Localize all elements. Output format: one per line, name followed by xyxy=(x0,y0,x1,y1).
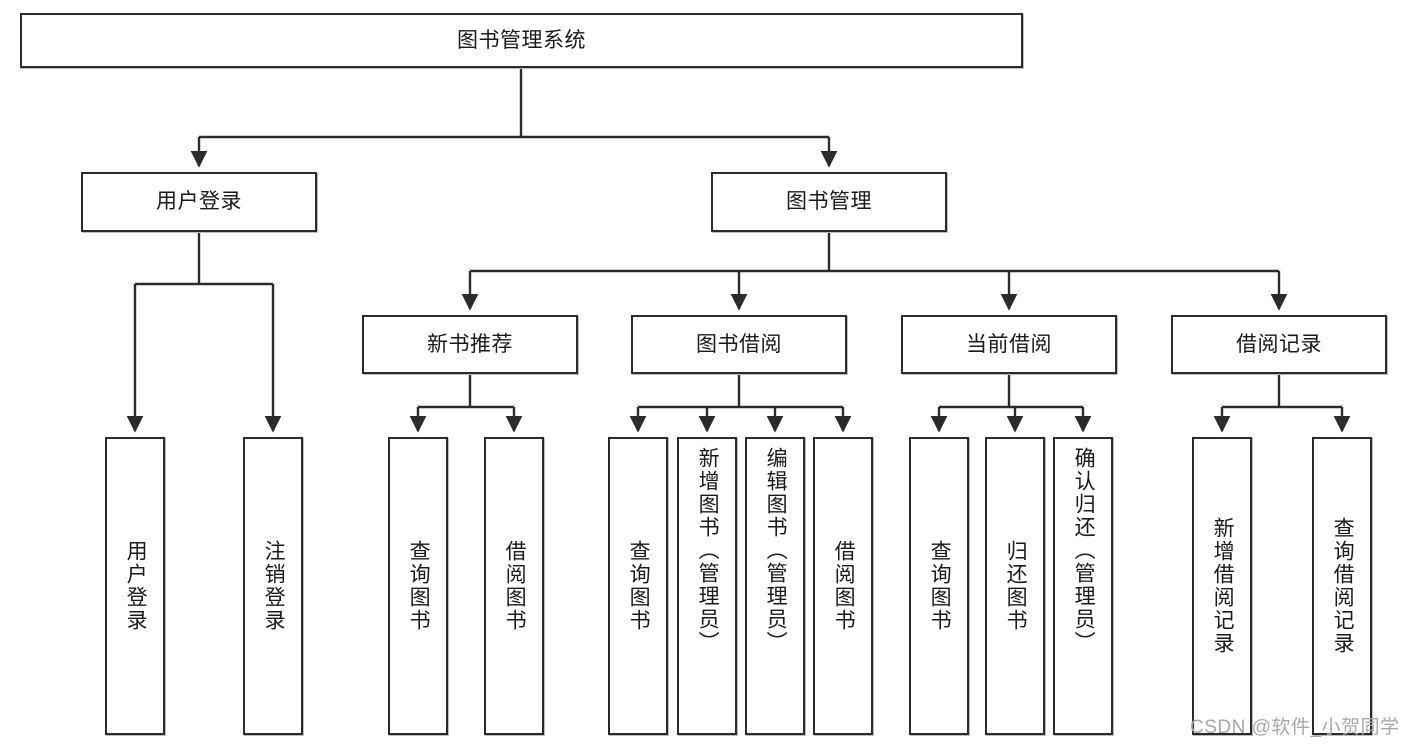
node-new-book-recommend[interactable]: 新书推荐 xyxy=(362,315,578,374)
leaf-query-borrow-record[interactable]: 查询借阅记录 xyxy=(1312,437,1372,735)
node-label: 查询图书 xyxy=(407,540,431,632)
leaf-user-login[interactable]: 用户登录 xyxy=(105,437,165,735)
node-label: 图书管理系统 xyxy=(457,28,586,52)
node-user-login[interactable]: 用户登录 xyxy=(81,172,317,232)
node-label: 图书管理 xyxy=(786,190,872,214)
leaf-query-book-borrow[interactable]: 查询图书 xyxy=(608,437,668,735)
node-label: 归还图书 xyxy=(1004,540,1028,632)
node-label: 编辑图书（管理员） xyxy=(764,447,788,654)
leaf-return-book[interactable]: 归还图书 xyxy=(985,437,1045,735)
leaf-borrow-book-recommend[interactable]: 借阅图书 xyxy=(484,437,544,735)
node-borrow-records[interactable]: 借阅记录 xyxy=(1171,315,1387,374)
node-label: 查询借阅记录 xyxy=(1331,517,1355,655)
csdn-watermark: CSDN @软件_小贺同学 xyxy=(1190,717,1400,738)
node-label: 查询图书 xyxy=(928,540,952,632)
leaf-lend-book[interactable]: 借阅图书 xyxy=(813,437,873,735)
node-label: 用户登录 xyxy=(156,190,242,214)
node-label: 借阅记录 xyxy=(1236,332,1322,356)
leaf-edit-book-admin[interactable]: 编辑图书（管理员） xyxy=(745,437,805,735)
node-label: 查询图书 xyxy=(627,540,651,632)
node-book-borrow[interactable]: 图书借阅 xyxy=(631,315,847,374)
node-label: 当前借阅 xyxy=(966,332,1052,356)
leaf-confirm-return-admin[interactable]: 确认归还（管理员） xyxy=(1053,437,1113,735)
node-label: 用户登录 xyxy=(124,540,148,632)
leaf-query-book-current[interactable]: 查询图书 xyxy=(909,437,969,735)
node-label: 注销登录 xyxy=(262,540,286,632)
leaf-query-book-recommend[interactable]: 查询图书 xyxy=(388,437,448,735)
node-current-borrow[interactable]: 当前借阅 xyxy=(901,315,1117,374)
node-root-system[interactable]: 图书管理系统 xyxy=(20,13,1023,68)
node-label: 借阅图书 xyxy=(832,540,856,632)
node-label: 借阅图书 xyxy=(503,540,527,632)
leaf-add-book-admin[interactable]: 新增图书（管理员） xyxy=(677,437,737,735)
node-label: 新增图书（管理员） xyxy=(696,447,720,654)
node-label: 新增借阅记录 xyxy=(1211,517,1235,655)
leaf-add-borrow-record[interactable]: 新增借阅记录 xyxy=(1192,437,1252,735)
node-label: 新书推荐 xyxy=(427,332,513,356)
leaf-logout[interactable]: 注销登录 xyxy=(243,437,303,735)
node-book-management[interactable]: 图书管理 xyxy=(711,172,947,232)
node-label: 图书借阅 xyxy=(696,332,782,356)
node-label: 确认归还（管理员） xyxy=(1072,447,1096,654)
